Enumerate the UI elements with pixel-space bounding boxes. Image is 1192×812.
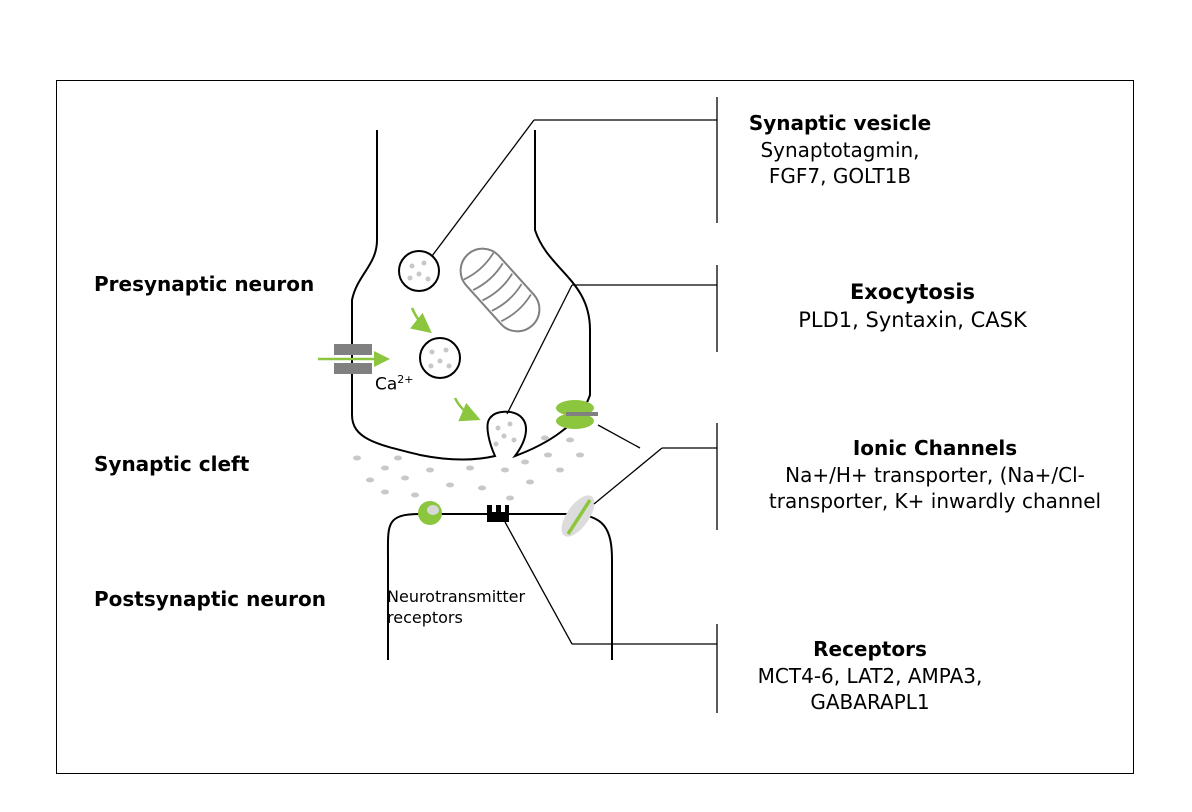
transporter-icon	[561, 495, 595, 537]
mitochondrion-icon	[459, 247, 541, 333]
vesicle-move-arrow-1	[410, 307, 432, 334]
calcium-label: Ca2+	[375, 373, 414, 395]
ionic-channels-line1: Na+/H+ transporter, (Na+/Cl-	[785, 462, 1085, 487]
ionic-channels-group: Ionic Channels Na+/H+ transporter, (Na+/…	[740, 435, 1130, 515]
receptors-line2: GABARAPL1	[810, 690, 930, 715]
vesicle-fusing-contents	[493, 421, 517, 447]
exocytosis-line1: PLD1, Syntaxin, CASK	[798, 307, 1027, 332]
synaptic-vesicle-title: Synaptic vesicle	[748, 111, 932, 135]
neurotransmitter-dots	[353, 435, 584, 501]
vesicle-top	[398, 250, 440, 292]
vesicle-middle	[419, 337, 461, 379]
neurotransmitter-receptors-label: Neurotransmitter receptors	[387, 587, 526, 627]
ionic-channel-icon	[556, 400, 598, 429]
ionic-channels-title: Ionic Channels	[852, 436, 1018, 460]
receptors-title: Receptors	[813, 637, 927, 661]
receptors-line1: MCT4-6, LAT2, AMPA3,	[757, 663, 983, 688]
calcium-channel-icon	[318, 344, 390, 374]
exocytosis-group: Exocytosis PLD1, Syntaxin, CASK	[760, 279, 1065, 335]
figure-frame	[56, 80, 1134, 774]
vesicle-move-arrow-2	[453, 397, 481, 422]
synaptic-vesicle-line2: FGF7, GOLT1B	[768, 164, 912, 189]
synaptic-vesicle-group: Synaptic vesicle Synaptotagmin, FGF7, GO…	[720, 110, 960, 190]
green-receptor-icon	[418, 501, 442, 525]
presynaptic-label: Presynaptic neuron	[94, 272, 315, 296]
bracket-lines	[431, 97, 718, 713]
receptors-group: Receptors MCT4-6, LAT2, AMPA3, GABARAPL1	[740, 636, 1000, 716]
cleft-label: Synaptic cleft	[94, 452, 250, 476]
synaptic-vesicle-line1: Synaptotagmin,	[760, 137, 920, 162]
receptor-icon	[487, 505, 509, 522]
presynaptic-membrane	[351, 130, 591, 461]
exocytosis-title: Exocytosis	[849, 280, 976, 304]
ionic-channels-line2: transporter, K+ inwardly channel	[768, 489, 1102, 514]
postsynaptic-label: Postsynaptic neuron	[94, 587, 326, 611]
